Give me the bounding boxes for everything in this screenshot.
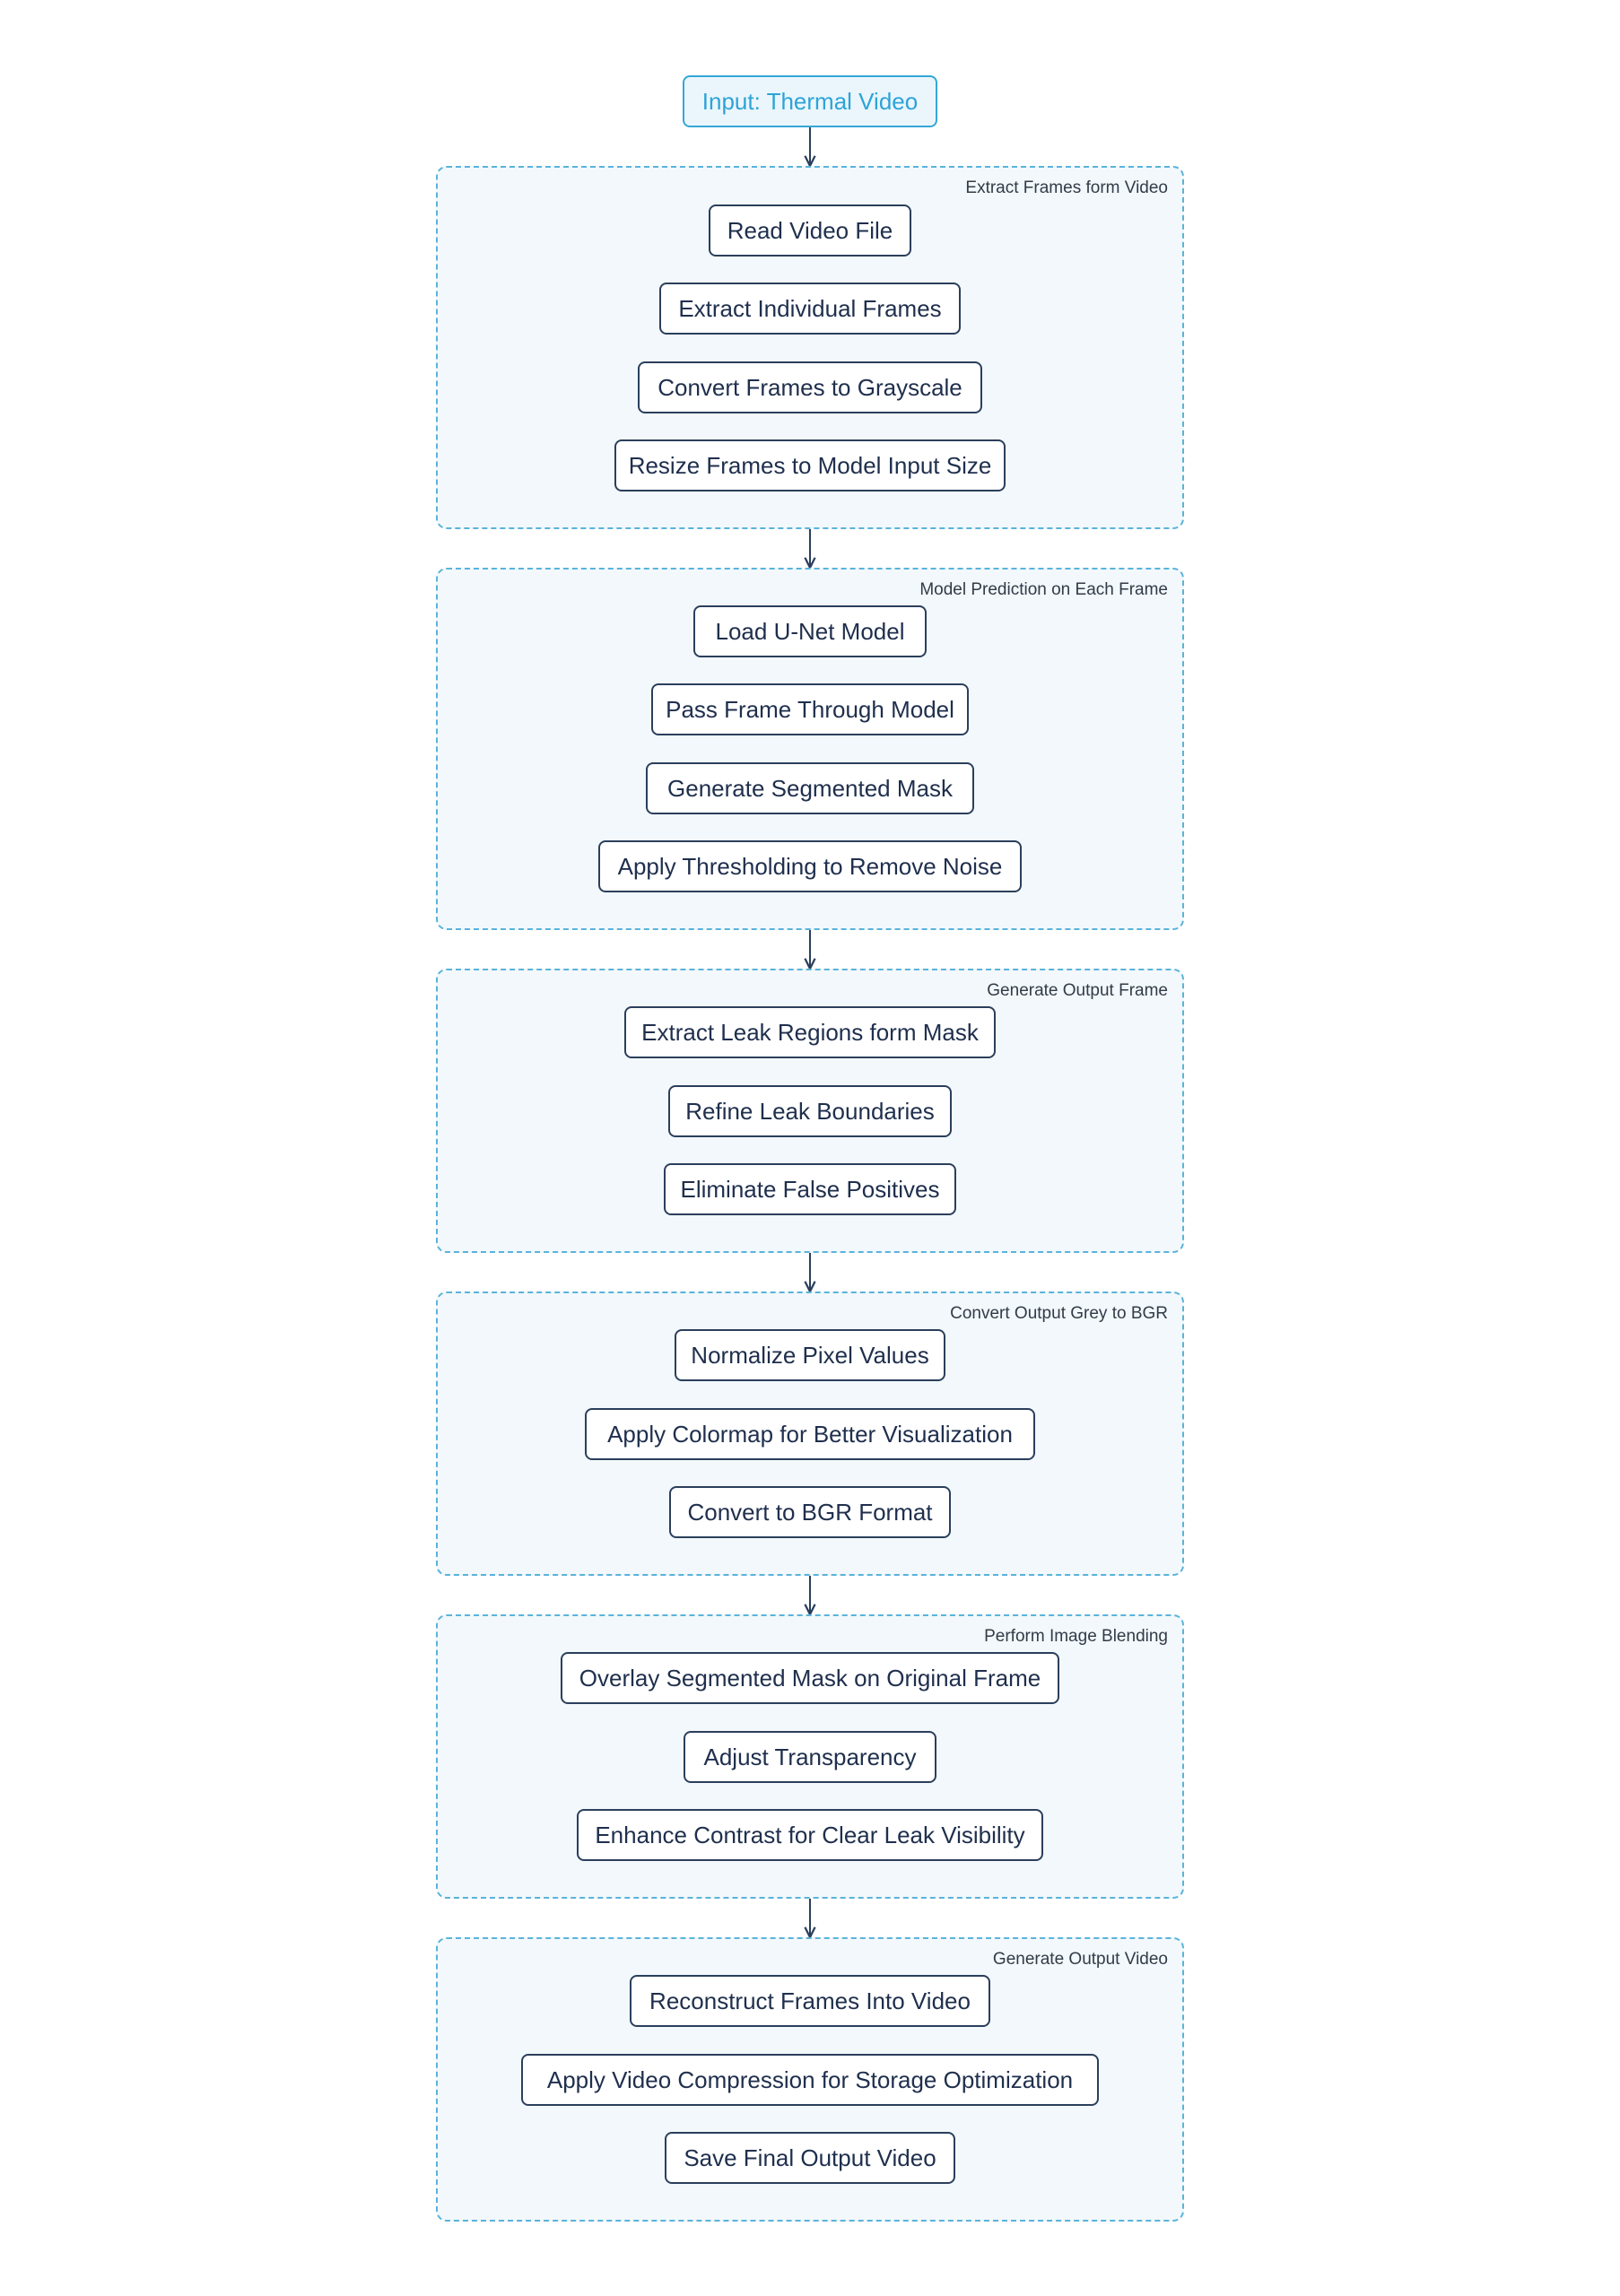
step-label: Normalize Pixel Values <box>691 1341 929 1369</box>
step-label: Read Video File <box>727 216 893 244</box>
step-label: Pass Frame Through Model <box>666 695 954 723</box>
step-save-final-output-video: Save Final Output Video <box>665 2132 955 2184</box>
step-reconstruct-frames: Reconstruct Frames Into Video <box>630 1975 990 2027</box>
step-extract-individual-frames: Extract Individual Frames <box>659 283 961 335</box>
step-label: Extract Individual Frames <box>678 294 942 322</box>
step-overlay-segmented-mask: Overlay Segmented Mask on Original Frame <box>561 1652 1059 1704</box>
step-label: Eliminate False Positives <box>680 1175 940 1203</box>
step-label: Overlay Segmented Mask on Original Frame <box>579 1664 1041 1692</box>
step-label: Extract Leak Regions form Mask <box>641 1018 979 1046</box>
step-read-video-file: Read Video File <box>709 204 911 257</box>
stage-title: Model Prediction on Each Frame <box>919 580 1168 599</box>
step-label: Refine Leak Boundaries <box>685 1097 935 1125</box>
step-label: Convert Frames to Grayscale <box>658 373 962 401</box>
input-node-label: Input: Thermal Video <box>701 87 919 115</box>
step-label: Load U-Net Model <box>715 617 905 645</box>
step-label: Save Final Output Video <box>684 2144 936 2171</box>
step-normalize-pixel-values: Normalize Pixel Values <box>675 1329 945 1381</box>
step-extract-leak-regions: Extract Leak Regions form Mask <box>624 1006 996 1058</box>
input-node: Input: Thermal Video <box>683 75 937 127</box>
step-resize-frames: Resize Frames to Model Input Size <box>614 439 1006 491</box>
step-apply-video-compression: Apply Video Compression for Storage Opti… <box>521 2054 1099 2106</box>
step-generate-segmented-mask: Generate Segmented Mask <box>646 762 974 814</box>
step-convert-grayscale: Convert Frames to Grayscale <box>638 361 982 413</box>
step-label: Apply Thresholding to Remove Noise <box>617 852 1003 880</box>
stage-title: Generate Output Video <box>992 1950 1168 1969</box>
step-label: Convert to BGR Format <box>687 1498 933 1526</box>
step-refine-leak-boundaries: Refine Leak Boundaries <box>668 1085 952 1137</box>
step-label: Generate Segmented Mask <box>667 774 953 802</box>
step-label: Adjust Transparency <box>703 1743 917 1770</box>
step-label: Reconstruct Frames Into Video <box>649 1987 971 2014</box>
step-pass-frame-through-model: Pass Frame Through Model <box>651 683 969 735</box>
step-label: Apply Colormap for Better Visualization <box>607 1420 1013 1448</box>
stage-title: Perform Image Blending <box>984 1627 1168 1646</box>
step-convert-to-bgr-format: Convert to BGR Format <box>669 1486 951 1538</box>
step-load-unet-model: Load U-Net Model <box>693 605 927 657</box>
step-adjust-transparency: Adjust Transparency <box>684 1731 936 1783</box>
stage-title: Generate Output Frame <box>987 981 1168 1000</box>
step-enhance-contrast: Enhance Contrast for Clear Leak Visibili… <box>577 1809 1043 1861</box>
step-eliminate-false-positives: Eliminate False Positives <box>664 1163 956 1215</box>
step-apply-thresholding: Apply Thresholding to Remove Noise <box>598 840 1022 892</box>
stage-title: Extract Frames form Video <box>965 178 1168 197</box>
step-apply-colormap: Apply Colormap for Better Visualization <box>585 1408 1035 1460</box>
step-label: Apply Video Compression for Storage Opti… <box>546 2066 1074 2093</box>
stage-title: Convert Output Grey to BGR <box>950 1304 1168 1323</box>
step-label: Resize Frames to Model Input Size <box>628 451 992 479</box>
step-label: Enhance Contrast for Clear Leak Visibili… <box>595 1821 1025 1848</box>
